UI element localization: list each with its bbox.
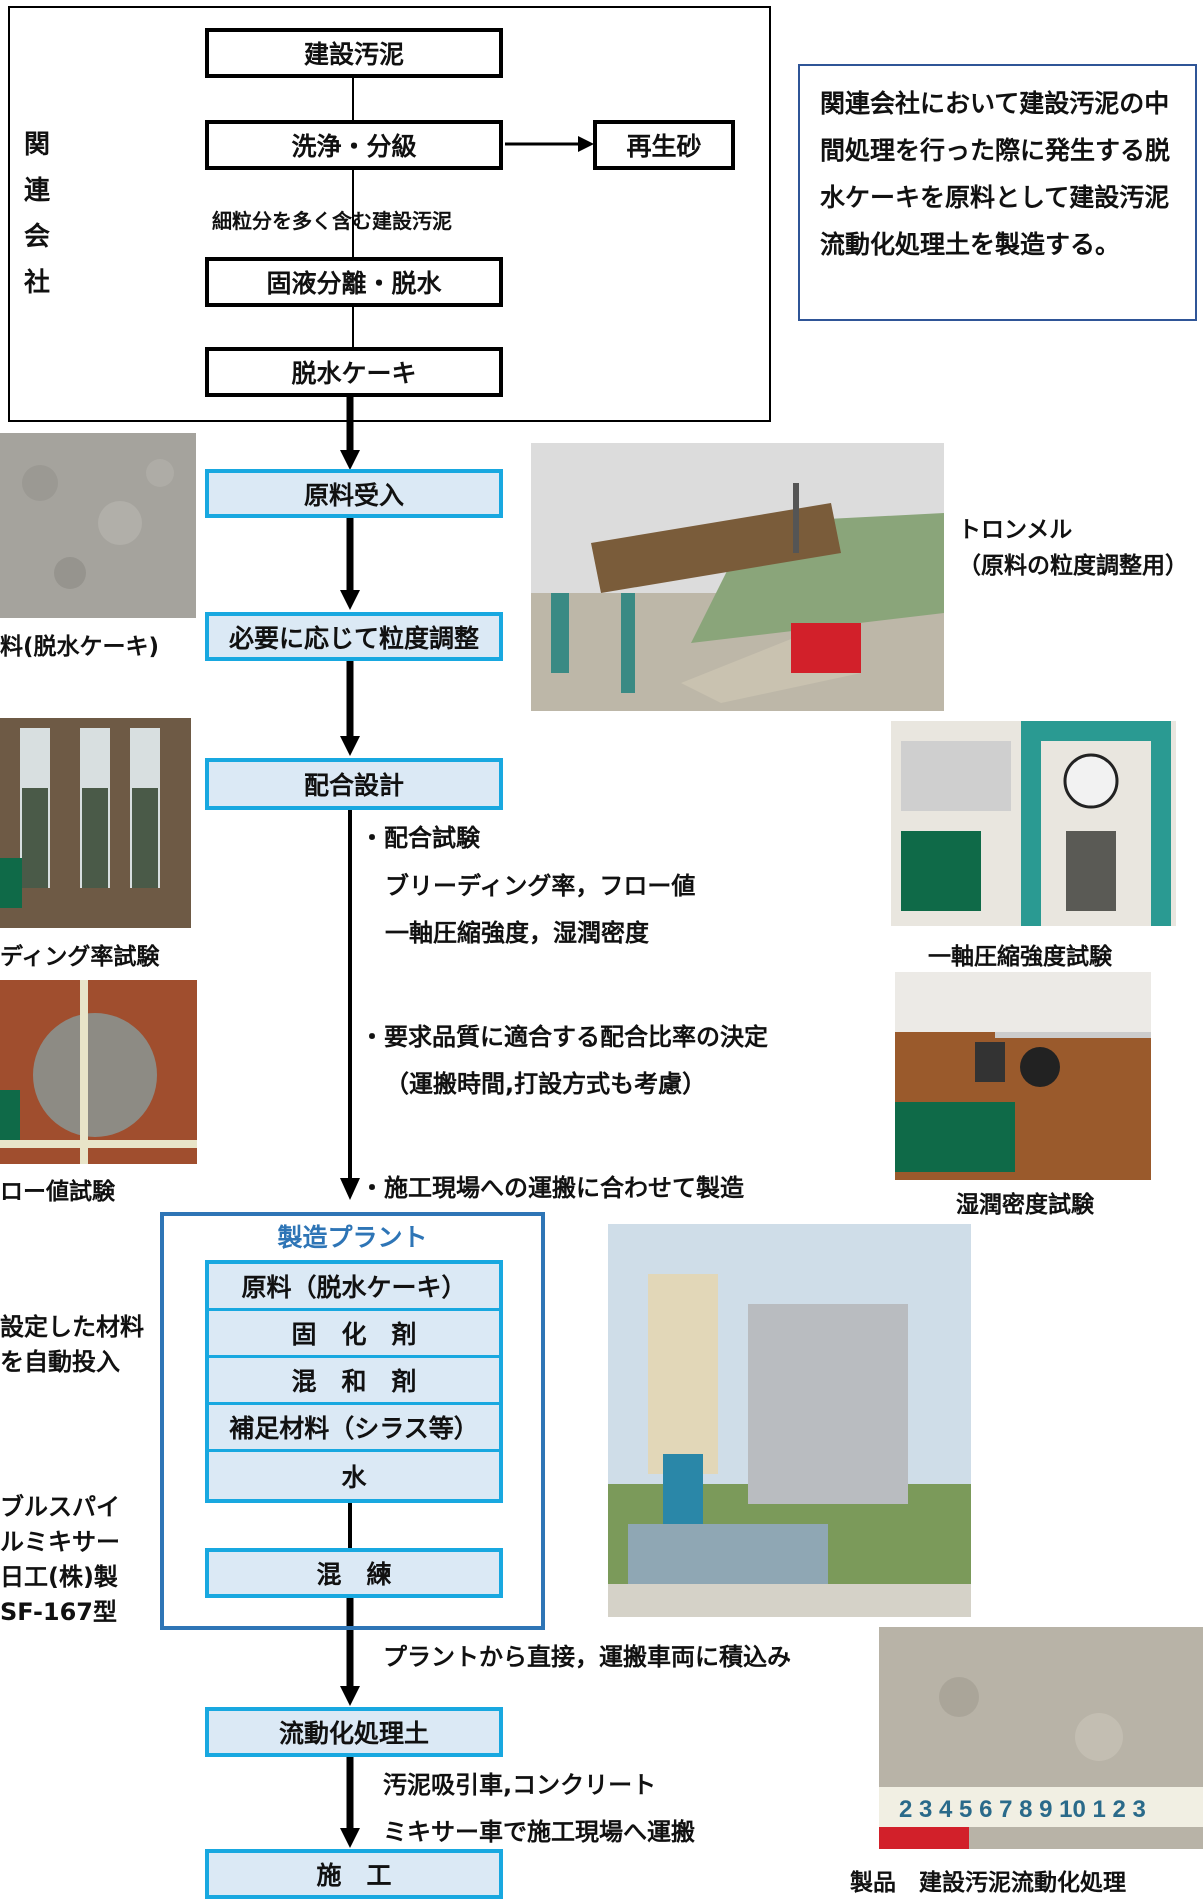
mixer-text: ブルスパイ — [0, 1493, 120, 1521]
photo-uniaxial-test — [891, 721, 1176, 926]
step-grain-size-adjustment: 必要に応じて粒度調整 — [205, 612, 503, 661]
step-mix-design: 配合設計 — [205, 758, 503, 810]
tape-numbers: 2 3 4 5 6 7 8 9 10 1 2 3 — [899, 1796, 1146, 1823]
step-kneading: 混 練 — [205, 1548, 503, 1598]
plant-side-text: 設定した材料 — [0, 1313, 144, 1341]
caption-raw-material: 料(脱水ケーキ) — [0, 634, 160, 660]
mix-ratio-decision: ・要求品質に適合する配合比率の決定 — [360, 1023, 768, 1051]
side-label-char: 関 — [23, 130, 50, 160]
mix-test-title: ・配合試験 — [360, 824, 480, 852]
photo-flow-test — [0, 980, 197, 1164]
photo-trommel — [531, 443, 944, 711]
material-admixture: 混 和 剤 — [209, 1358, 499, 1405]
step-construction-sludge: 建設汚泥 — [205, 28, 503, 78]
mixer-text: 日工(株)製 — [0, 1563, 118, 1591]
material-supplement: 補足材料（シラス等） — [209, 1405, 499, 1452]
step-dewatered-cake: 脱水ケーキ — [205, 347, 503, 397]
material-solidifier: 固 化 剤 — [209, 1311, 499, 1358]
caption-trommel: トロンメル — [958, 517, 1073, 543]
edge-label-fine-sludge: 細粒分を多く含む建設汚泥 — [212, 209, 452, 233]
step-solid-liquid-separation: 固液分離・脱水 — [205, 257, 503, 307]
photo-raw-material — [0, 433, 196, 618]
material-water: 水 — [341, 1462, 367, 1492]
mixer-text: SF-167型 — [0, 1598, 117, 1626]
related-company-frame — [8, 6, 771, 422]
step-recycled-sand: 再生砂 — [593, 120, 735, 170]
step-washing-classification: 洗浄・分級 — [205, 120, 503, 170]
step-construction: 施 工 — [205, 1849, 503, 1899]
step-fluidized-soil: 流動化処理土 — [205, 1707, 503, 1757]
plant-side-text: を自動投入 — [0, 1348, 120, 1376]
mix-test-items-1: ブリーディング率，フロー値 — [385, 872, 696, 900]
mix-ratio-consideration: （運搬時間,打設方式も考慮） — [385, 1070, 707, 1098]
production-plant-frame — [160, 1212, 545, 1630]
transport-text-2: ミキサー車で施工現場へ運搬 — [383, 1818, 695, 1846]
mixer-text: ルミキサー — [0, 1528, 120, 1556]
branch-arrow-head — [578, 136, 594, 152]
step-raw-material-receipt: 原料受入 — [205, 469, 503, 518]
material-raw: 原料（脱水ケーキ） — [209, 1264, 499, 1311]
side-label-char: 社 — [23, 268, 50, 298]
side-label-char: 会 — [23, 222, 50, 252]
photo-product: 2 3 4 5 6 7 8 9 10 1 2 3 — [879, 1627, 1203, 1849]
load-text: プラントから直接，運搬車両に積込み — [383, 1643, 791, 1671]
caption-trommel-purpose: （原料の粒度調整用） — [958, 553, 1188, 579]
photo-bleeding-test — [0, 718, 191, 928]
note-box: 関連会社において建設汚泥の中間処理を行った際に発生する脱水ケーキを原料として建設… — [798, 64, 1197, 321]
transport-text-1: 汚泥吸引車,コンクリート — [383, 1771, 657, 1799]
side-label-char: 連 — [23, 176, 50, 206]
caption-flow-test: ロー値試験 — [0, 1179, 115, 1205]
caption-uniaxial-test: 一軸圧縮強度試験 — [928, 944, 1112, 970]
plant-materials-stack: 原料（脱水ケーキ） 固 化 剤 混 和 剤 補足材料（シラス等） 水 — [205, 1260, 503, 1503]
mix-test-items-2: 一軸圧縮強度，湿潤密度 — [385, 919, 649, 947]
plant-title: 製造プラント — [277, 1223, 428, 1252]
photo-plant — [608, 1224, 971, 1617]
caption-product: 製品 建設汚泥流動化処理 — [850, 1870, 1126, 1896]
photo-density-test — [895, 972, 1151, 1180]
production-timing: ・施工現場への運搬に合わせて製造 — [360, 1174, 744, 1202]
caption-density-test: 湿潤密度試験 — [956, 1192, 1094, 1218]
caption-bleeding-test: ディング率試験 — [0, 944, 160, 970]
